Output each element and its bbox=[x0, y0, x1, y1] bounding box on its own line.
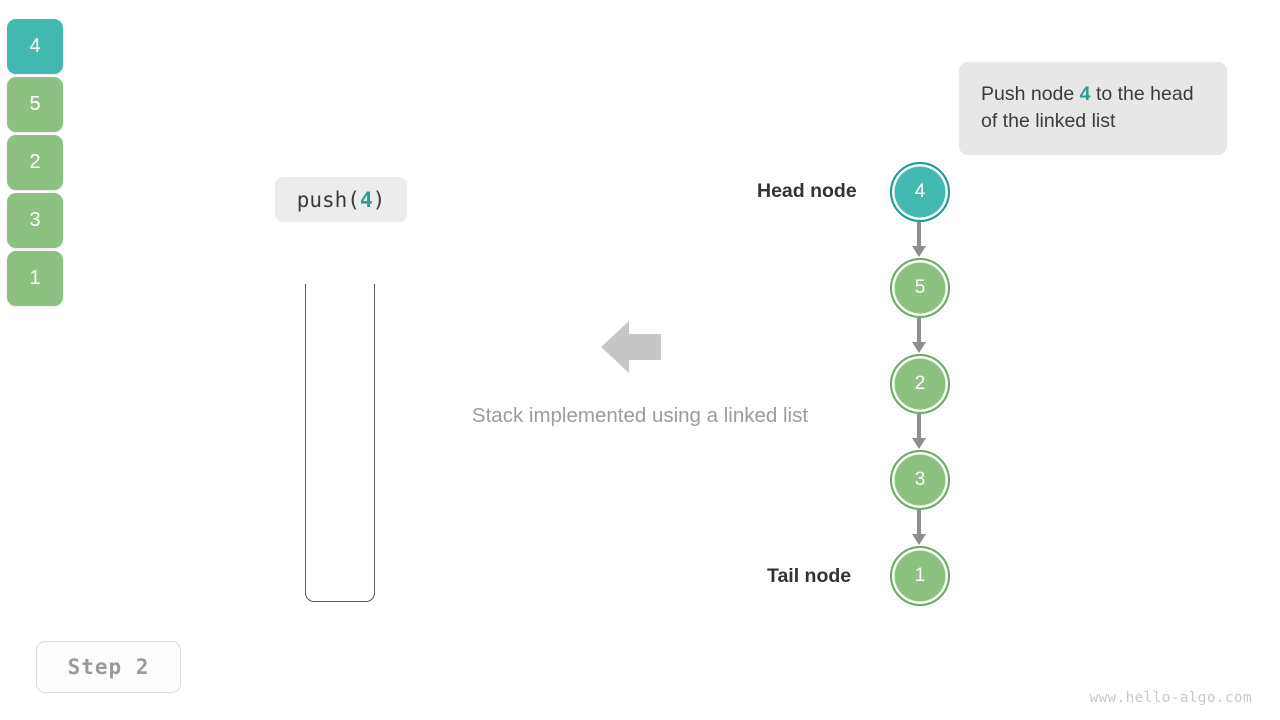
head-node-label: Head node bbox=[757, 180, 857, 202]
linked-list-node-value: 3 bbox=[914, 469, 926, 490]
operation-open-paren: ( bbox=[347, 187, 360, 212]
stack-block: 2 bbox=[7, 135, 63, 190]
stack-block-value: 2 bbox=[29, 151, 41, 173]
linked-list-connector bbox=[917, 414, 921, 440]
stack-blocks: 4 5 2 3 1 bbox=[7, 19, 63, 306]
linked-list-connector bbox=[917, 510, 921, 536]
linked-list-node: 1 bbox=[890, 546, 950, 606]
linked-list-node-value: 2 bbox=[914, 373, 926, 394]
diagram-caption: Stack implemented using a linked list bbox=[471, 404, 809, 427]
stack-block: 4 bbox=[7, 19, 63, 74]
linked-list-node: 3 bbox=[890, 450, 950, 510]
callout-tooltip: Push node 4 to the head of the linked li… bbox=[959, 62, 1227, 155]
linked-list-node-value: 1 bbox=[914, 565, 926, 586]
linked-list-node: 4 bbox=[890, 162, 950, 222]
linked-list-connector bbox=[917, 318, 921, 344]
stack-block-value: 5 bbox=[29, 93, 41, 115]
operation-label: push(4) bbox=[275, 177, 407, 222]
linked-list-arrowhead-icon bbox=[912, 246, 926, 257]
operation-argument: 4 bbox=[359, 187, 373, 212]
callout-text-after: to the head of the linked list bbox=[981, 83, 1194, 132]
linked-list-connector bbox=[917, 222, 921, 248]
linked-list-node-value: 4 bbox=[914, 181, 926, 202]
left-arrow-icon bbox=[601, 318, 661, 376]
stack-block-value: 4 bbox=[29, 35, 41, 57]
callout-text-before: Push node bbox=[981, 83, 1080, 105]
stack-block: 5 bbox=[7, 77, 63, 132]
linked-list-arrowhead-icon bbox=[912, 342, 926, 353]
stack-block-value: 1 bbox=[29, 267, 41, 289]
operation-close-paren: ) bbox=[372, 187, 386, 212]
stack-container bbox=[305, 284, 375, 602]
linked-list: 4 5 2 3 1 bbox=[860, 150, 990, 620]
stack-block: 1 bbox=[7, 251, 63, 306]
callout-accent-value: 4 bbox=[1079, 83, 1091, 105]
linked-list-node: 2 bbox=[890, 354, 950, 414]
stack-block: 3 bbox=[7, 193, 63, 248]
footer-watermark: www.hello-algo.com bbox=[1089, 690, 1252, 706]
linked-list-arrowhead-icon bbox=[912, 438, 926, 449]
linked-list-node: 5 bbox=[890, 258, 950, 318]
step-badge: Step 2 bbox=[36, 641, 181, 693]
operation-name: push bbox=[296, 187, 348, 212]
linked-list-arrowhead-icon bbox=[912, 534, 926, 545]
tail-node-label: Tail node bbox=[767, 565, 852, 587]
stack-block-value: 3 bbox=[29, 209, 41, 231]
linked-list-node-value: 5 bbox=[914, 277, 926, 298]
